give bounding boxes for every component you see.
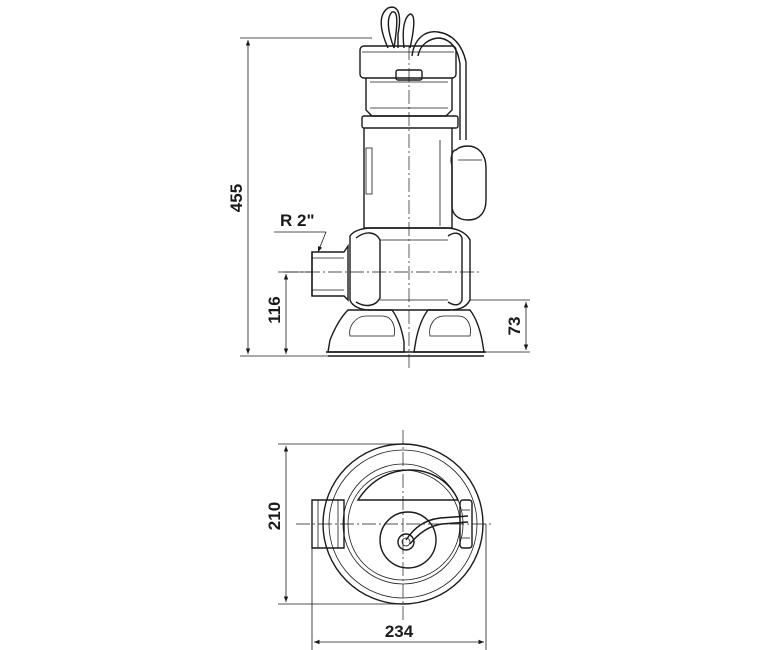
outlet-thread-callout: R 2" xyxy=(274,211,327,253)
dimension-width: 234 xyxy=(314,622,484,645)
power-cables xyxy=(380,6,467,140)
motor-cap xyxy=(359,45,457,81)
dimension-116-label: 116 xyxy=(265,296,284,323)
dimension-base-height: 73 xyxy=(505,302,529,350)
float-switch xyxy=(450,145,487,221)
outlet-thread-label: R 2" xyxy=(280,211,315,230)
motor-housing xyxy=(361,78,459,229)
dimension-210-label: 210 xyxy=(265,502,284,530)
inner-impeller-circle xyxy=(379,511,437,569)
side-view: 455 116 73 R 2" xyxy=(227,6,530,370)
top-view: 210 234 xyxy=(265,430,492,650)
base-feet xyxy=(326,309,486,357)
pump-volute xyxy=(349,227,471,311)
dimension-455-label: 455 xyxy=(227,184,246,212)
dimension-total-height: 455 xyxy=(227,40,251,354)
dimension-234-label: 234 xyxy=(385,622,414,641)
dimension-outlet-height: 116 xyxy=(265,274,289,354)
dimension-depth: 210 xyxy=(265,446,289,602)
dimension-73-label: 73 xyxy=(505,317,524,336)
outlet-pipe xyxy=(311,243,349,302)
